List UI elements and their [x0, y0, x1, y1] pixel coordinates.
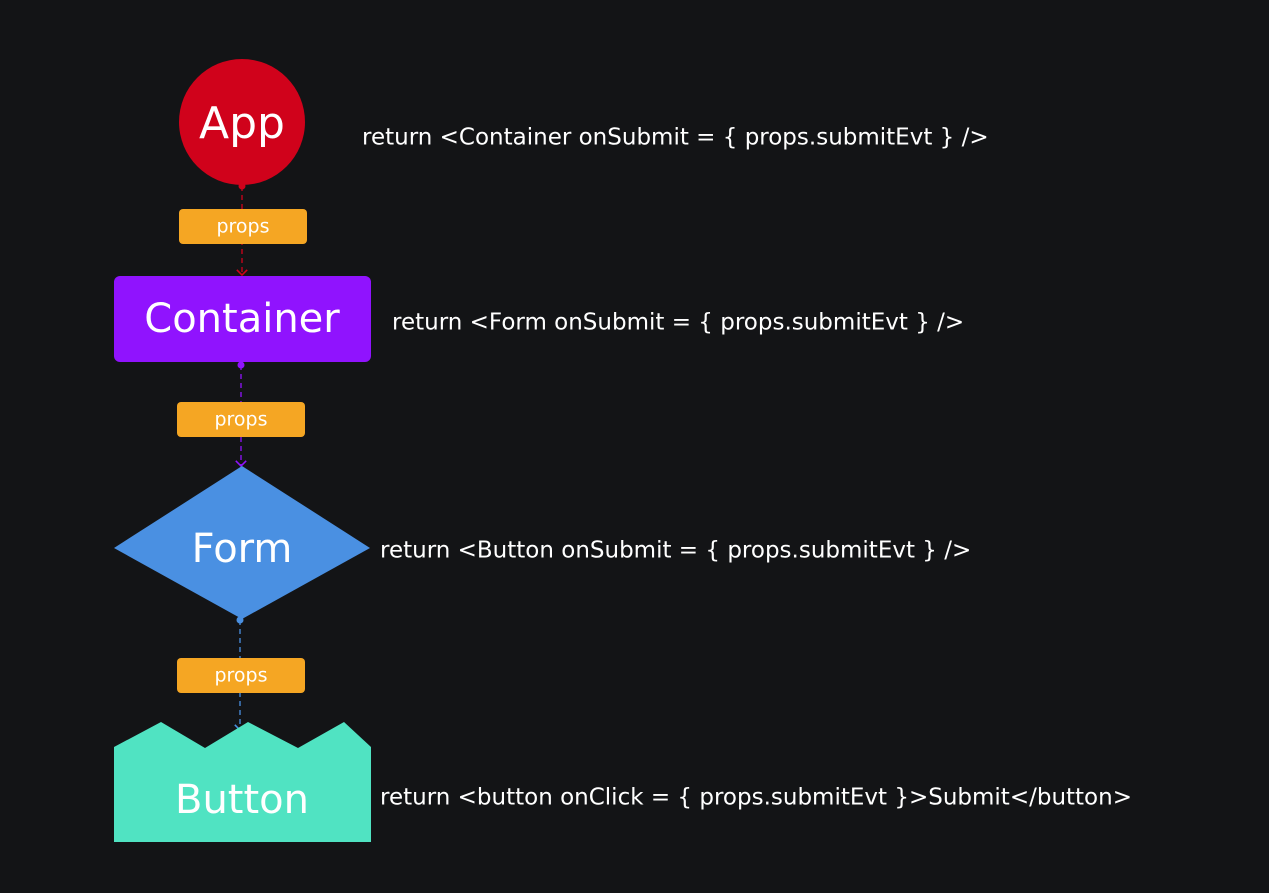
container-node-shape — [114, 276, 371, 362]
code-button: return <button onClick = { props.submitE… — [380, 785, 1132, 811]
app-node-shape — [179, 59, 305, 185]
node-container: Container — [114, 276, 371, 362]
form-node-label: Form — [192, 526, 293, 572]
props-badge-bg — [177, 658, 305, 693]
edge-container-form — [235, 361, 247, 468]
code-container: return <Form onSubmit = { props.submitEv… — [392, 310, 964, 336]
props-badge-label: props — [216, 216, 269, 238]
props-badge-2: props — [177, 402, 305, 437]
edge-start-dot — [237, 361, 245, 369]
code-form: return <Button onSubmit = { props.submit… — [380, 538, 971, 564]
props-badge-3: props — [177, 658, 305, 693]
button-node-label: Button — [175, 777, 309, 823]
node-app: App — [179, 59, 305, 185]
code-app: return <Container onSubmit = { props.sub… — [362, 125, 989, 151]
form-node-shape — [114, 466, 370, 619]
props-badge-label: props — [214, 665, 267, 687]
props-badge-bg — [179, 209, 307, 244]
props-badge-label: props — [214, 409, 267, 431]
props-badge-1: props — [179, 209, 307, 244]
button-node-shape — [114, 722, 371, 842]
node-button: Button — [114, 722, 371, 842]
node-form: Form — [114, 466, 370, 619]
app-node-label: App — [199, 98, 285, 149]
props-badge-bg — [177, 402, 305, 437]
container-node-label: Container — [144, 296, 340, 342]
